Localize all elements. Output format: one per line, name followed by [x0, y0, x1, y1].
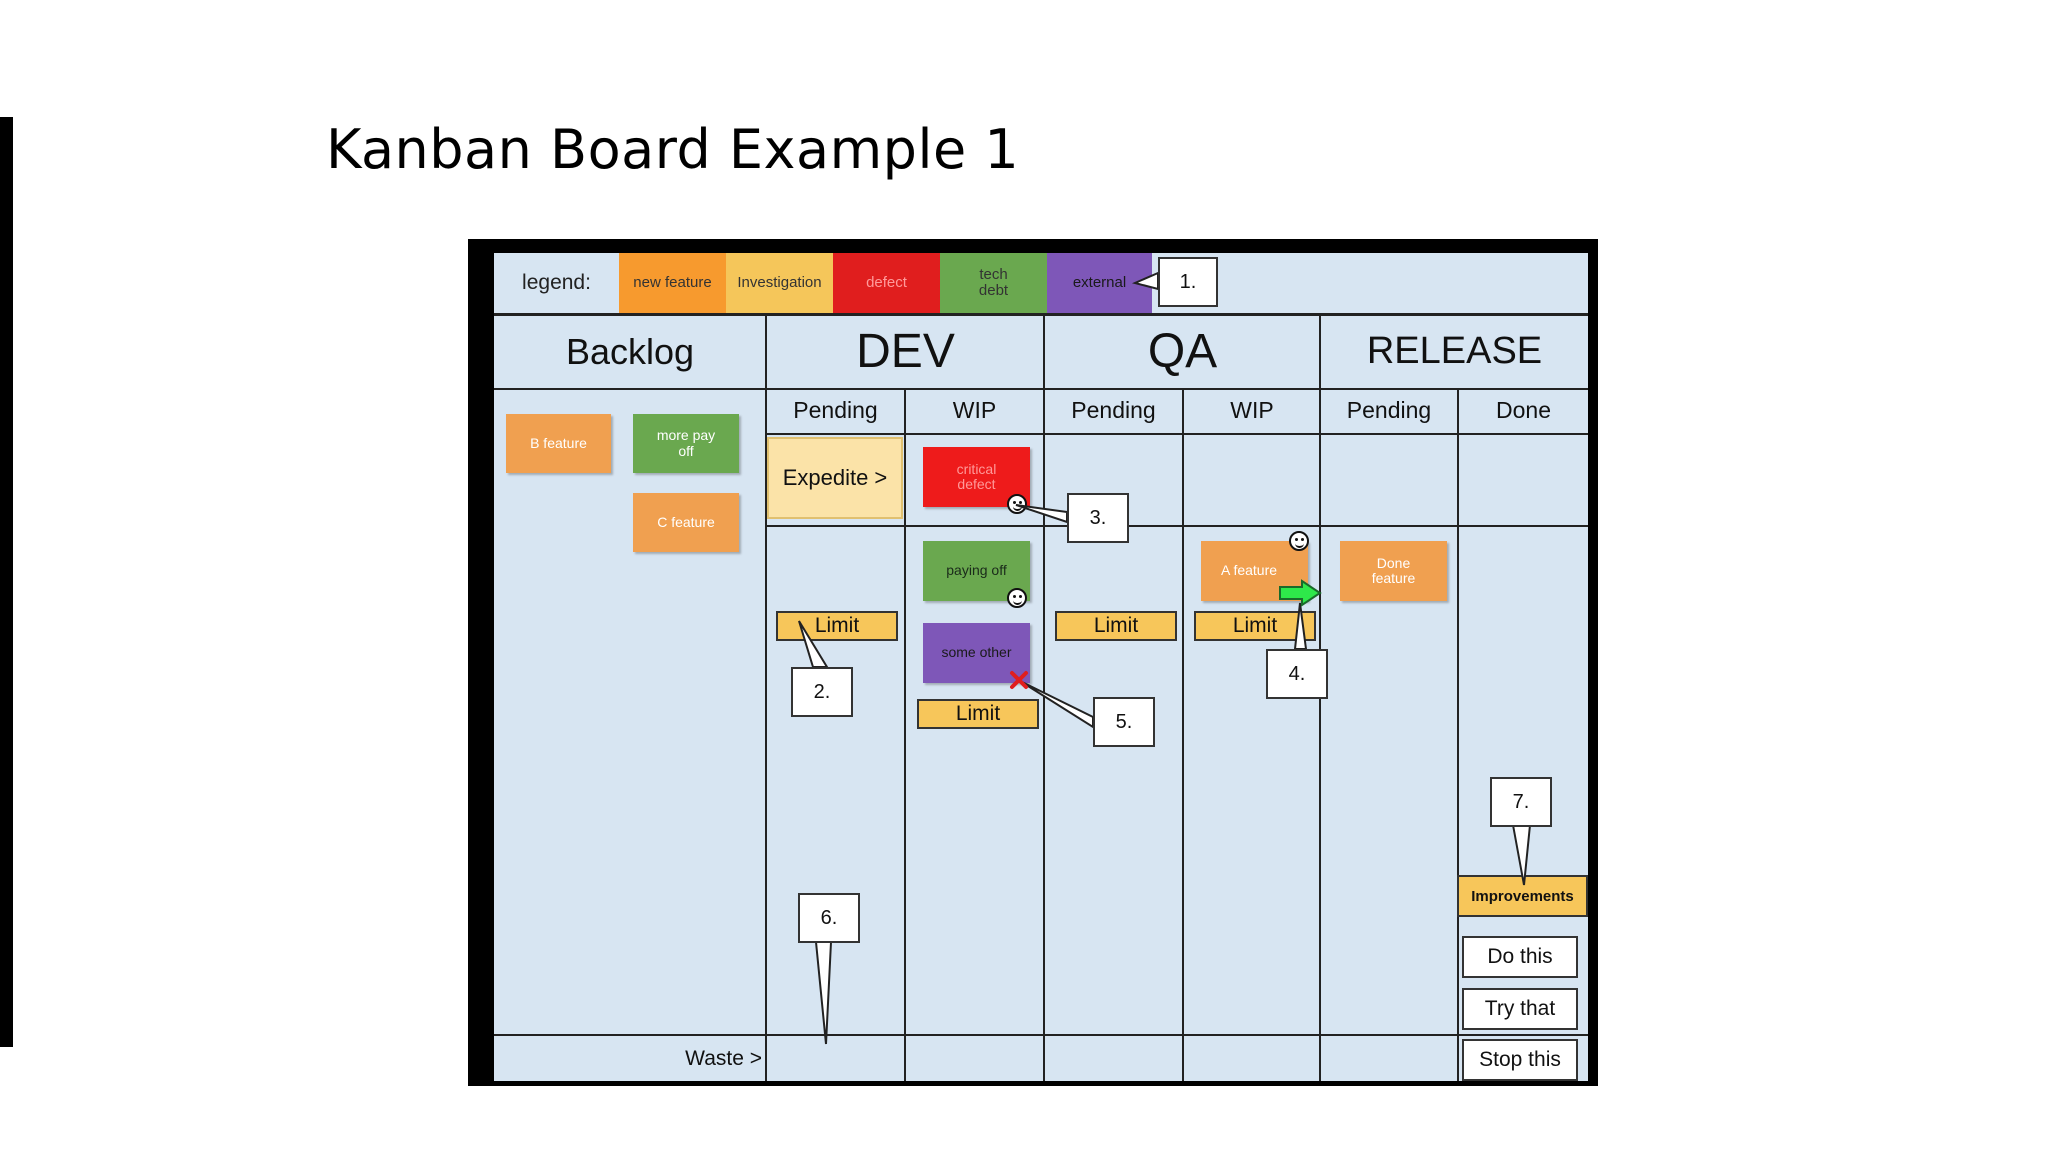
left-edge-bar — [0, 117, 13, 1047]
smiley-icon — [1007, 494, 1027, 514]
callout-2: 2. — [791, 667, 853, 717]
subcolumn-qa-wip: WIP — [1230, 396, 1274, 423]
do-this-button[interactable]: Do this — [1462, 936, 1578, 978]
subcolumn-dev-wip: WIP — [952, 396, 997, 423]
board-surface: legend: new feature Investigation defect… — [494, 253, 1588, 1081]
try-that-button[interactable]: Try that — [1462, 988, 1578, 1030]
kanban-board: legend: new feature Investigation defect… — [468, 239, 1598, 1086]
column-backlog: Backlog — [565, 330, 695, 372]
callout-5: 5. — [1093, 697, 1155, 747]
limit-dev-wip: Limit — [917, 699, 1039, 729]
legend-defect: defect — [833, 253, 940, 313]
subcolumn-dev-pending: Pending — [793, 396, 878, 423]
subcolumn-release-pending: Pending — [1346, 396, 1432, 423]
column-qa: QA — [1147, 325, 1218, 378]
card-done-feature[interactable]: Done feature — [1340, 541, 1447, 601]
card-c-feature[interactable]: C feature — [633, 493, 739, 552]
column-release: RELEASE — [1366, 330, 1543, 372]
stop-this-button[interactable]: Stop this — [1462, 1039, 1578, 1081]
subcolumn-release-done: Done — [1496, 396, 1551, 423]
callout-7: 7. — [1490, 777, 1552, 827]
smiley-icon — [1289, 531, 1309, 551]
legend-label: legend: — [522, 270, 591, 294]
legend-new-feature: new feature — [619, 253, 726, 313]
callout-4: 4. — [1266, 649, 1328, 699]
slide-title: Kanban Board Example 1 — [326, 118, 1020, 181]
callout-6: 6. — [798, 893, 860, 943]
subcolumn-qa-pending: Pending — [1071, 396, 1156, 423]
expedite-lane-label: Expedite > — [767, 437, 903, 519]
callout-1: 1. — [1158, 257, 1218, 307]
callout-3: 3. — [1067, 493, 1129, 543]
legend-tech-debt: tech debt — [940, 253, 1047, 313]
card-more-pay-off[interactable]: more pay off — [633, 414, 739, 473]
limit-qa-wip: Limit — [1194, 611, 1316, 641]
legend-investigation: Investigation — [726, 253, 833, 313]
limit-qa-pending: Limit — [1055, 611, 1177, 641]
smiley-icon — [1007, 588, 1027, 608]
column-dev: DEV — [856, 325, 955, 378]
limit-dev-pending: Limit — [776, 611, 898, 641]
waste-lane-label: Waste > — [685, 1046, 762, 1070]
red-x-icon — [1010, 671, 1028, 689]
right-arrow-icon — [1279, 579, 1322, 607]
card-b-feature[interactable]: B feature — [506, 414, 611, 473]
callout-pointers — [798, 271, 1532, 1045]
